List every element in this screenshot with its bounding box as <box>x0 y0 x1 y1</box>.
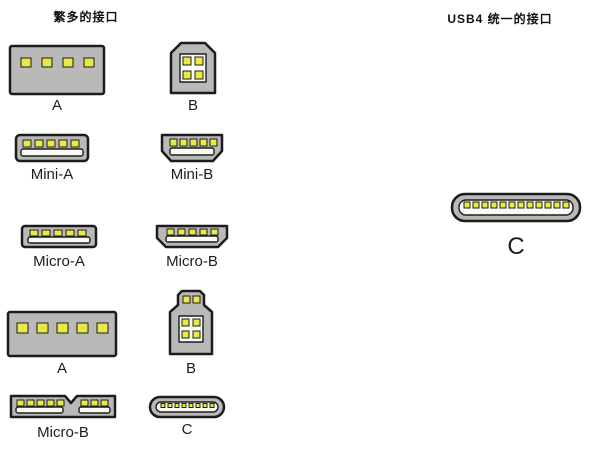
right-group-title: USB4 统一的接口 <box>447 12 553 26</box>
connector-micro-a <box>20 224 98 254</box>
connector-usb3-micro-b <box>8 393 118 425</box>
connector-usb-c <box>148 395 226 424</box>
connector-label: Micro-B <box>166 253 218 270</box>
usb-b-icon <box>169 41 217 95</box>
usb3-micro-b-icon <box>9 394 117 419</box>
usb3-b-icon <box>168 289 214 356</box>
connector-label: Micro-B <box>37 424 89 441</box>
connector-mini-a <box>14 133 90 168</box>
connector-label: A <box>56 360 67 377</box>
connector-usb3-b <box>167 288 215 363</box>
usb-c-icon <box>148 395 226 419</box>
mini-a-icon <box>14 133 90 163</box>
connector-label: C <box>181 421 193 438</box>
connector-micro-b <box>153 224 231 254</box>
connector-mini-b <box>158 133 226 168</box>
left-group-title: 繁多的接口 <box>53 10 119 24</box>
connector-label: B <box>187 97 198 114</box>
connector-usb-c-large <box>450 192 582 228</box>
usb-c-large-icon <box>450 192 582 223</box>
micro-a-icon <box>20 224 98 249</box>
usb-a-icon <box>8 44 106 96</box>
connector-label: Mini-B <box>170 166 214 183</box>
connector-label: A <box>51 97 62 114</box>
micro-b-icon <box>155 224 229 249</box>
connector-label: Micro-A <box>33 253 85 270</box>
usb3-a-icon <box>6 310 118 358</box>
connector-usb3-a <box>6 310 118 363</box>
connector-usb-a <box>8 44 106 101</box>
connector-usb-b <box>168 40 218 101</box>
connector-label: C <box>507 233 525 260</box>
connector-label: B <box>185 360 196 377</box>
connector-label: Mini-A <box>30 166 74 183</box>
mini-b-icon <box>160 133 224 163</box>
